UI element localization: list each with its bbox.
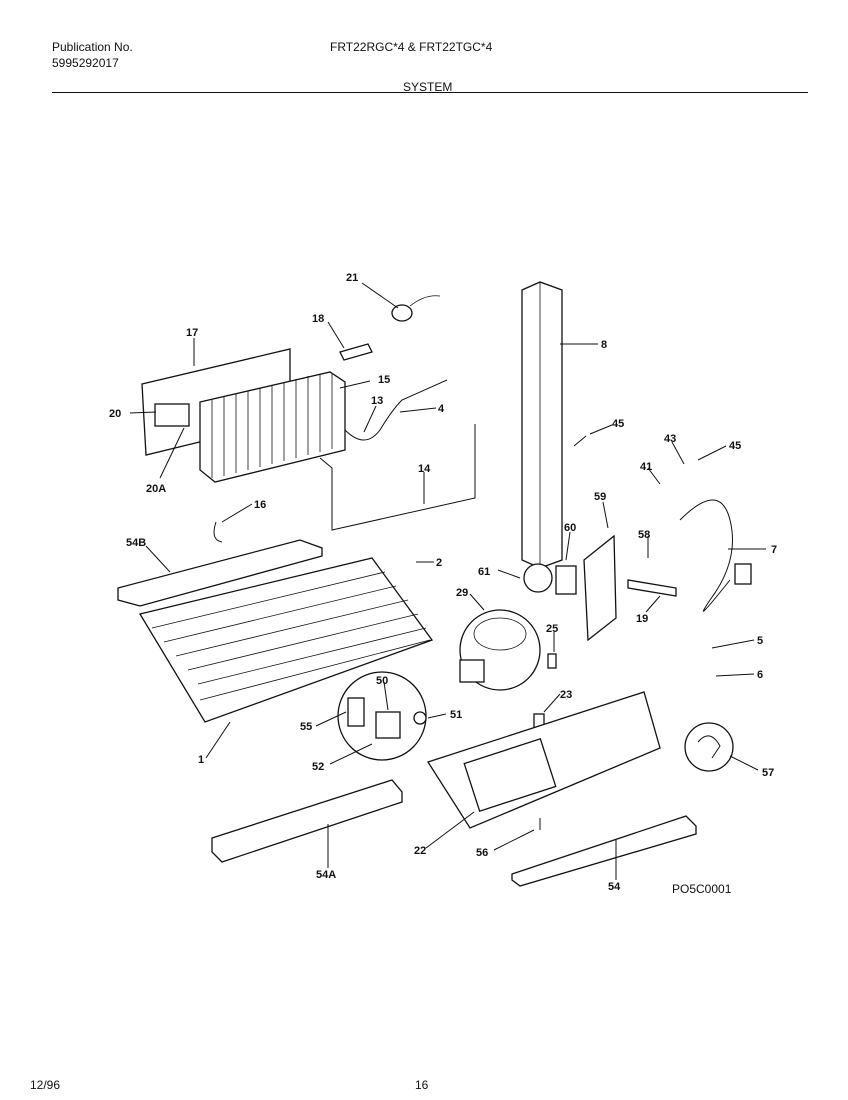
callout-52: 52 <box>312 761 324 773</box>
part-54-bracket <box>511 815 697 887</box>
part-45-screw <box>573 435 587 447</box>
callout-56: 56 <box>476 847 488 859</box>
part-54b-bracket <box>117 539 323 607</box>
callout-21: 21 <box>346 272 358 284</box>
part-19 <box>627 579 677 597</box>
part-29-compressor <box>459 609 541 691</box>
callout-20: 20 <box>109 408 121 420</box>
callout-25: 25 <box>546 623 558 635</box>
header-rule <box>52 92 808 93</box>
part-54a-bracket <box>211 779 403 863</box>
callout-23: 23 <box>560 689 572 701</box>
callout-17: 17 <box>186 327 198 339</box>
callout-15: 15 <box>378 374 390 386</box>
part-21 <box>391 304 413 322</box>
callout-54b: 54B <box>126 537 146 549</box>
part-57-inset <box>684 722 734 772</box>
callout-60: 60 <box>564 522 576 534</box>
callout-4: 4 <box>438 403 445 415</box>
callout-5: 5 <box>757 635 763 647</box>
part-evaporator <box>199 371 346 483</box>
part-59-bracket <box>583 534 617 642</box>
callout-50: 50 <box>376 675 388 687</box>
leader-lines <box>129 282 766 880</box>
callout-14: 14 <box>418 463 431 475</box>
callout-8: 8 <box>601 339 607 351</box>
part-capillary-tube <box>344 379 448 441</box>
part-condenser <box>138 557 434 723</box>
callout-29: 29 <box>456 587 468 599</box>
callout-20a: 20A <box>146 483 166 495</box>
section-title: SYSTEM <box>403 80 453 94</box>
callout-6: 6 <box>757 669 763 681</box>
callout-18: 18 <box>312 313 324 325</box>
callout-51: 51 <box>450 709 462 721</box>
diagram-code: PO5C0001 <box>672 882 732 896</box>
callout-45-b: 45 <box>729 440 741 452</box>
callout-13: 13 <box>371 395 383 407</box>
callout-labels: 21 18 17 15 20 13 4 20A 14 16 54B 2 8 45… <box>109 272 777 893</box>
part-60-fan-motor <box>555 565 577 595</box>
part-7-plug <box>734 563 752 585</box>
callout-58: 58 <box>638 529 650 541</box>
callout-61: 61 <box>478 566 490 578</box>
callout-41: 41 <box>640 461 652 473</box>
publication-number: 5995292017 <box>52 56 119 70</box>
callout-59: 59 <box>594 491 606 503</box>
callout-55: 55 <box>300 721 312 733</box>
part-8-channel <box>521 281 563 569</box>
callout-16: 16 <box>254 499 266 511</box>
page-number: 16 <box>415 1078 429 1092</box>
callout-54: 54 <box>608 881 621 893</box>
callout-22: 22 <box>414 845 426 857</box>
callout-19: 19 <box>636 613 648 625</box>
part-21-wire <box>409 295 441 307</box>
model-numbers: FRT22RGC*4 & FRT22TGC*4 <box>330 40 493 54</box>
part-14-tube <box>319 424 476 531</box>
part-7-power-cord <box>679 499 733 612</box>
callout-54a: 54A <box>316 869 336 881</box>
callout-2: 2 <box>436 557 442 569</box>
part-16-clip <box>213 521 223 543</box>
part-61-fan-blade <box>523 563 553 593</box>
footer-date: 12/96 <box>30 1078 61 1092</box>
part-22-base-tray <box>427 691 661 829</box>
part-25 <box>547 653 557 669</box>
callout-57: 57 <box>762 767 774 779</box>
part-18 <box>339 343 373 361</box>
callout-43: 43 <box>664 433 676 445</box>
callout-1: 1 <box>198 754 204 766</box>
callout-7: 7 <box>771 544 777 556</box>
publication-label: Publication No. <box>52 40 133 54</box>
part-defrost-bracket <box>154 403 190 427</box>
callout-45-a: 45 <box>612 418 624 430</box>
